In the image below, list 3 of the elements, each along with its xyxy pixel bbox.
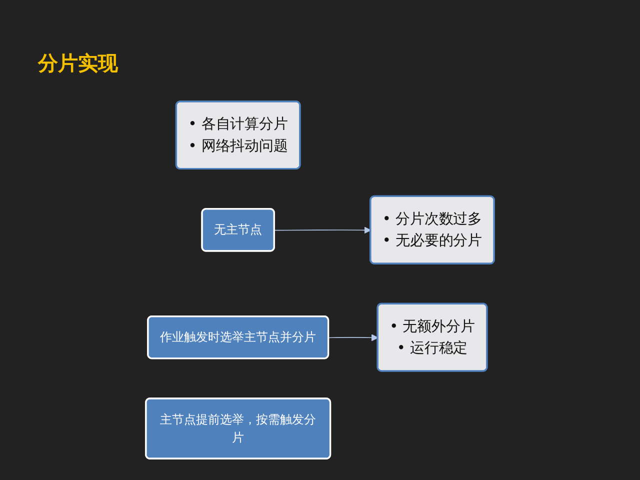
arrow	[274, 226, 372, 234]
slide-title: 分片实现	[38, 50, 118, 77]
arrow	[328, 334, 378, 342]
